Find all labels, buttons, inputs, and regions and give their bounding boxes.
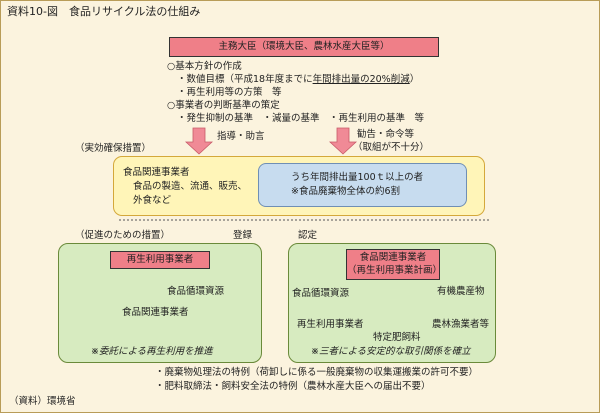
recommendation-label: 勧告・命令等: [357, 129, 415, 140]
right-resource-label: 食品循環資源: [292, 288, 350, 299]
insufficient-label: （取組が不十分）: [353, 142, 430, 153]
left-resource-label: 食品循環資源: [167, 286, 225, 297]
basic-policy-heading: ○基本方針の作成: [167, 61, 242, 72]
guidance-label: 指導・助言: [217, 131, 265, 142]
right-fertilizer-label: 特定肥飼料: [373, 332, 421, 343]
registration-label: 登録: [233, 230, 253, 241]
food-business-title: 食品関連事業者: [123, 167, 190, 178]
guidance-arrow: [184, 127, 214, 155]
large-emitters-box: [258, 163, 467, 207]
right-box-line1: 食品関連事業者: [359, 252, 427, 263]
minister-box: 主務大臣（環境大臣、農林水産大臣等）: [169, 37, 439, 57]
numeric-target-value: 年間排出量の20%削減: [312, 74, 410, 85]
right-farmer-label: 農林漁業者等: [432, 319, 490, 330]
large-emitters-line2: ※食品廃棄物全体の約6割: [291, 186, 401, 197]
numeric-target: ・数値目標（平成18年度までに年間排出量の20%削減）: [177, 74, 419, 86]
certification-label: 認定: [298, 230, 318, 241]
right-organic-label: 有機農産物: [437, 286, 485, 297]
food-business-line1: 食品の製造、流通、販売、: [133, 181, 248, 192]
enforcement-label: （実効確保措置）: [75, 143, 152, 154]
left-panel-caption: ※委託による再生利用を推進: [91, 346, 213, 357]
special-measure-fertilizer: ・肥料取締法・飼料安全法の特例（農林水産大臣への届出不要）: [155, 381, 431, 392]
source-note: （資料）環境省: [9, 396, 76, 407]
right-panel-caption: ※三者による安定的な取引関係を確立: [311, 346, 471, 357]
recycling-promotion-item: ・再生利用等の方策 等: [177, 87, 282, 98]
promotion-label: （促進のための措置）: [75, 230, 171, 241]
left-source-label: 食品関連事業者: [122, 307, 189, 318]
standards-items: ・発生抑制の基準 ・減量の基準 ・再生利用の基準 等: [177, 113, 425, 124]
standards-heading: ○事業者の判断基準の策定: [167, 100, 280, 111]
numeric-target-prefix: ・数値目標（平成18年度までに: [177, 74, 313, 85]
left-recycler-box: 再生利用事業者: [110, 251, 210, 269]
large-emitters-line1: うち年間排出量100ｔ以上の者: [291, 172, 424, 183]
special-measure-waste: ・廃棄物処理法の特例（荷卸しに係る一般廃棄物の収集運搬業の許可不要）: [155, 367, 479, 378]
right-box-line2: （再生利用事業計画）: [347, 265, 443, 276]
numeric-target-suffix: ）: [409, 74, 420, 85]
figure-title: 資料10-図 食品リサイクル法の仕組み: [7, 5, 201, 18]
right-business-box: 食品関連事業者 （再生利用事業計画）: [346, 249, 443, 280]
food-business-line2: 外食など: [133, 195, 172, 206]
recommendation-arrow: [328, 127, 358, 155]
right-recycler-label: 再生利用事業者: [297, 319, 364, 330]
